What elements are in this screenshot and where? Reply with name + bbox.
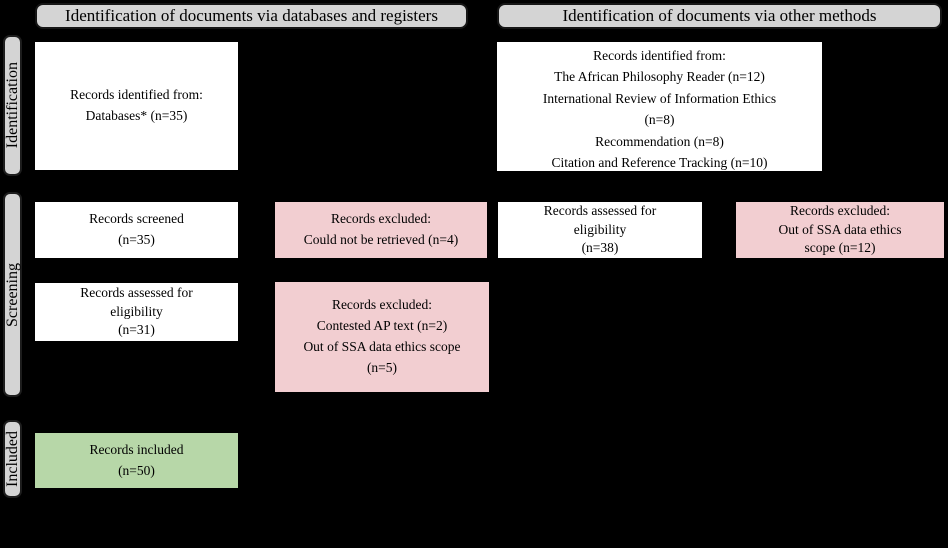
column-header-other-methods: Identification of documents via other me… <box>497 3 942 29</box>
stage-tab-included-label: Included <box>3 431 21 487</box>
stage-tab-screening: Screening <box>3 192 22 397</box>
box-records-excluded-not-retrieved: Records excluded: Could not be retrieved… <box>275 202 487 258</box>
stage-tab-identification-label: Identification <box>3 62 21 149</box>
box-records-identified-other-methods: Records identified from: The African Phi… <box>497 42 822 171</box>
box-records-included: Records included (n=50) <box>35 433 238 488</box>
box-records-assessed-eligibility-other: Records assessed for eligibility (n=38) <box>498 202 702 258</box>
box-records-assessed-eligibility-databases: Records assessed for eligibility (n=31) <box>35 283 238 341</box>
box-records-screened: Records screened (n=35) <box>35 202 238 258</box>
stage-tab-identification: Identification <box>3 35 22 176</box>
box-records-excluded-ssa-scope-other: Records excluded: Out of SSA data ethics… <box>736 202 944 258</box>
stage-tab-screening-label: Screening <box>3 262 21 327</box>
box-records-excluded-databases: Records excluded: Contested AP text (n=2… <box>275 282 489 392</box>
column-header-databases-registers: Identification of documents via database… <box>35 3 468 29</box>
stage-tab-included: Included <box>3 420 22 498</box>
box-records-identified-databases: Records identified from: Databases* (n=3… <box>35 42 238 170</box>
